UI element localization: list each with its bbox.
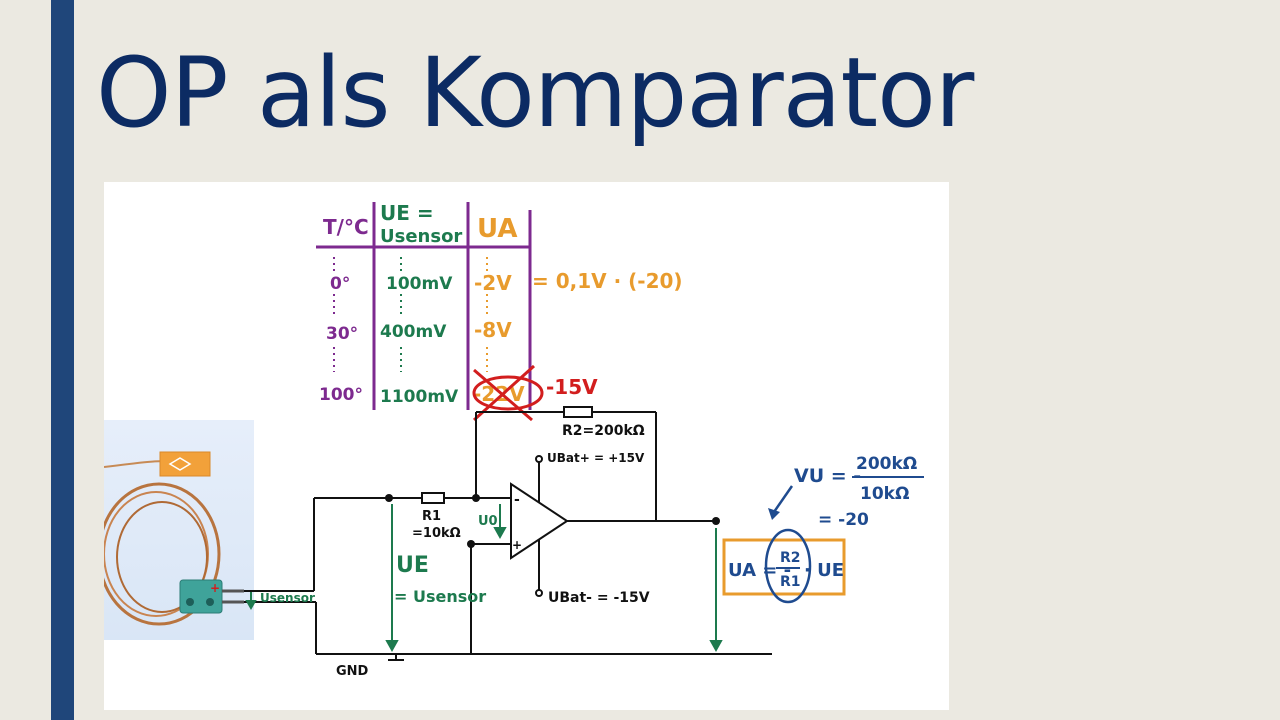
clipped-value: -15V bbox=[546, 375, 598, 399]
gain-formula: VU = - 200kΩ 10kΩ = -20 UA = - R2 R1 · U… bbox=[722, 454, 924, 604]
row1-temp: 0° bbox=[330, 274, 350, 294]
row3-ue: 1100mV bbox=[380, 387, 459, 407]
box-r2: R2 bbox=[780, 550, 801, 566]
value-table: T/°C UE = Usensor UA 0° 100mV -2V = 0,1V… bbox=[316, 201, 683, 422]
header-ue-line2: Usensor bbox=[380, 226, 462, 247]
gnd-label: GND bbox=[336, 664, 369, 679]
r1-label: R1 bbox=[422, 509, 441, 524]
vu-result: = -20 bbox=[818, 510, 869, 530]
whiteboard-image: + T/°C UE = Usensor UA 0° 1 bbox=[104, 182, 949, 710]
node-dot bbox=[712, 517, 720, 525]
ue-label: UE bbox=[396, 553, 429, 578]
row1-ua: -2V bbox=[474, 271, 512, 295]
calc-note: = 0,1V · (-20) bbox=[532, 269, 683, 293]
row2-temp: 30° bbox=[326, 324, 358, 344]
ubat-minus-label: UBat- = -15V bbox=[548, 590, 650, 606]
node-dot bbox=[467, 540, 475, 548]
thermocouple-illustration: + bbox=[104, 451, 244, 626]
header-temp: T/°C bbox=[323, 215, 369, 239]
svg-text:+: + bbox=[210, 581, 220, 595]
circuit-diagram: + T/°C UE = Usensor UA 0° 1 bbox=[104, 201, 924, 679]
r1-value: =10kΩ bbox=[412, 526, 461, 541]
slide-title: OP als Komparator bbox=[96, 37, 974, 149]
vu-denominator: 10kΩ bbox=[860, 484, 909, 504]
circle-mark bbox=[472, 375, 544, 411]
ue-eq-label: = Usensor bbox=[394, 587, 486, 606]
row3-temp: 100° bbox=[319, 385, 363, 405]
plus-input: + bbox=[512, 538, 522, 552]
vu-label: VU = - bbox=[794, 465, 861, 487]
accent-bar bbox=[51, 0, 74, 720]
vu-numerator: 200kΩ bbox=[856, 454, 917, 474]
row2-ue: 400mV bbox=[380, 322, 447, 342]
row2-ua: -8V bbox=[474, 318, 512, 342]
minus-input: - bbox=[514, 492, 520, 508]
box-r1: R1 bbox=[780, 574, 801, 590]
ubat-plus-label: UBat+ = +15V bbox=[547, 451, 645, 465]
row1-ue: 100mV bbox=[386, 274, 453, 294]
box-ua: UA = - bbox=[728, 560, 791, 581]
formula-box bbox=[722, 538, 846, 596]
header-ua: UA bbox=[477, 214, 517, 244]
ratio-circle bbox=[764, 528, 812, 604]
header-ue-line1: UE = bbox=[380, 201, 434, 225]
r2-label: R2=200kΩ bbox=[562, 423, 645, 439]
opamp-circuit bbox=[244, 406, 772, 661]
usensor-label: Usensor bbox=[260, 591, 315, 605]
u0-label: U0 bbox=[478, 514, 498, 529]
box-ue: · UE bbox=[804, 560, 844, 581]
node-dot bbox=[385, 494, 393, 502]
node-dot bbox=[472, 494, 480, 502]
